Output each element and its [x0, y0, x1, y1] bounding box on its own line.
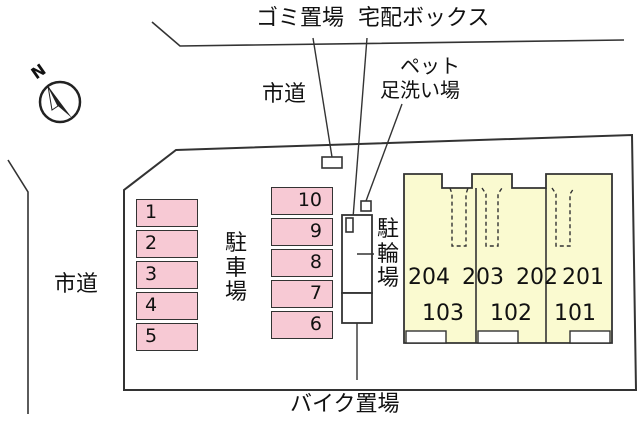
- takuhai-label: 宅配ボックス: [358, 6, 490, 31]
- parking-label-char: 車: [224, 255, 247, 281]
- road-top-edge: [151, 21, 625, 47]
- parking-label-char: 場: [224, 280, 247, 306]
- parking-stall: 3: [136, 261, 198, 289]
- parking-stall: 7: [271, 280, 333, 308]
- parking-stall: 2: [136, 230, 198, 258]
- parking-label-char: 駐: [224, 231, 247, 256]
- pet-wash-box: [360, 200, 372, 212]
- road-label-left: 市道: [54, 272, 99, 297]
- unit-number-lower: 102: [490, 301, 532, 326]
- building: [403, 173, 613, 344]
- road-left-edge: [7, 159, 29, 414]
- unit-number-lower: 103: [422, 301, 464, 326]
- pet-leader: [365, 103, 403, 202]
- stair-outline-1: [449, 187, 469, 247]
- bicycle-label-char: 駐: [376, 217, 399, 242]
- gomi-label: ゴミ置場: [256, 6, 345, 31]
- takuhai-leader: [352, 37, 368, 219]
- entrance-102: [477, 330, 519, 344]
- parking-stall: 5: [136, 323, 198, 351]
- parking-stall: 8: [271, 249, 333, 277]
- north-compass: [38, 80, 82, 124]
- bike-parking-area: [341, 292, 373, 324]
- bicycle-label-char: 場: [376, 266, 399, 292]
- gomi-box: [321, 156, 343, 169]
- pet-label-line1: ペット: [400, 54, 460, 78]
- unit-number-upper: 201: [562, 265, 604, 290]
- parking-stall: 1: [136, 199, 198, 227]
- bike-parking-label: バイク置場: [290, 392, 400, 417]
- unit-number-lower: 101: [554, 301, 596, 326]
- entrance-101: [569, 330, 611, 344]
- unit-number-upper: 203: [462, 265, 504, 290]
- road-label-top: 市道: [262, 82, 307, 107]
- unit-number-upper: 202: [516, 265, 558, 290]
- parking-stall: 10: [271, 187, 333, 215]
- parking-stall: 9: [271, 218, 333, 246]
- gomi-leader: [312, 37, 333, 158]
- bicycle-label-char: 輪: [376, 241, 399, 267]
- unit-number-upper: 204: [408, 265, 450, 290]
- parking-stall: 4: [136, 292, 198, 320]
- stair-outline-3: [551, 187, 575, 247]
- entrance-103: [405, 330, 447, 344]
- parking-label: 駐 車 場: [224, 231, 248, 306]
- stair-outline-2: [481, 187, 503, 247]
- pet-label-line2: 足洗い場: [380, 78, 460, 102]
- parking-stall: 6: [271, 311, 333, 339]
- takuhai-box: [345, 217, 354, 233]
- bicycle-parking-label: 駐 輪 場: [376, 217, 400, 292]
